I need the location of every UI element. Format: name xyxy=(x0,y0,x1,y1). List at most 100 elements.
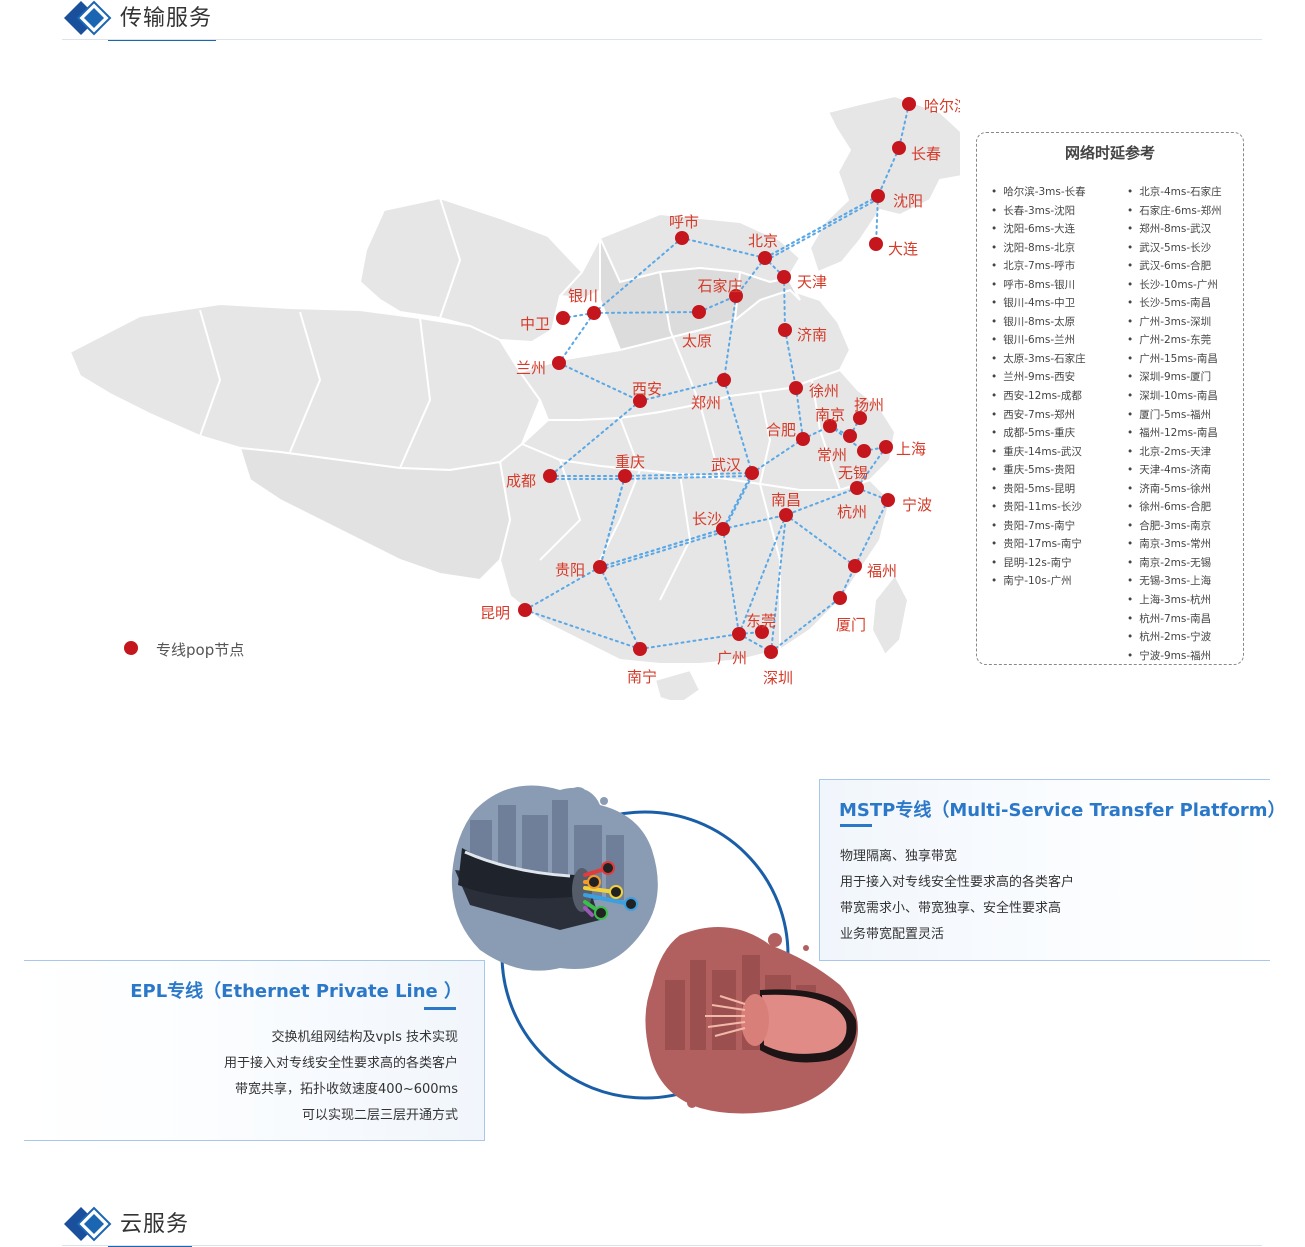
copper-cable-image xyxy=(645,927,858,1114)
latency-item: 重庆-5ms-贵阳 xyxy=(991,461,1086,480)
link-wuhan-hefei xyxy=(751,438,804,474)
link-yinchuan-lanzhou xyxy=(558,312,595,364)
city-label-fuzhou: 福州 xyxy=(867,562,897,580)
network-links xyxy=(524,103,910,653)
link-shenzhen-nanchang xyxy=(770,514,787,653)
node-hangzhou xyxy=(850,481,864,495)
node-shenzhen xyxy=(764,645,778,659)
city-label-dongguan: 东莞 xyxy=(746,612,776,630)
link-xian-zhengzhou xyxy=(639,379,725,402)
city-label-zhongwei: 中卫 xyxy=(520,315,550,333)
link-fuzhou-nanchang xyxy=(785,514,856,567)
link-kunming-nanning xyxy=(524,609,641,650)
legend-label: 专线pop节点 xyxy=(156,641,245,659)
link-changchun-shenyang xyxy=(877,147,900,197)
latency-item: 哈尔滨-3ms-长春 xyxy=(991,183,1085,202)
city-label-wuxi: 无锡 xyxy=(838,464,868,482)
node-nanjing xyxy=(823,419,837,433)
link-zhengzhou-wuhan xyxy=(723,379,753,474)
city-label-wuhan: 武汉 xyxy=(711,456,741,474)
city-labels: 哈尔滨长春沈阳大连北京天津呼市石家庄银川中卫太原济南兰州西安郑州徐州扬州南京合肥… xyxy=(480,97,960,687)
city-label-taiyuan: 太原 xyxy=(682,332,712,350)
link-hangzhou-nanchang xyxy=(785,487,858,516)
latency-item: 呼市-8ms-银川 xyxy=(991,276,1086,295)
latency-list-left: 哈尔滨-3ms-长春长春-3ms-沈阳沈阳-6ms-大连沈阳-8ms-北京北京-… xyxy=(991,183,1086,591)
link-shanghai-hangzhou xyxy=(856,446,887,489)
china-network-map: 哈尔滨长春沈阳大连北京天津呼市石家庄银川中卫太原济南兰州西安郑州徐州扬州南京合肥… xyxy=(68,94,960,700)
node-nanning xyxy=(633,642,647,656)
node-changsha xyxy=(716,522,730,536)
city-label-chongqing: 重庆 xyxy=(615,453,645,471)
link-shenyang-beijing-secondary xyxy=(764,198,879,262)
latency-item: 银川-8ms-太原 xyxy=(991,313,1086,332)
node-dalian xyxy=(869,237,883,251)
city-label-xian: 西安 xyxy=(632,380,662,398)
latency-item: 石家庄-6ms-郑州 xyxy=(1127,202,1221,221)
latency-item: 厦门-5ms-福州 xyxy=(1127,406,1222,425)
latency-item: 北京-4ms-石家庄 xyxy=(1127,183,1221,202)
cable-illustration xyxy=(451,785,858,1114)
node-changchun xyxy=(892,141,906,155)
latency-item: 贵阳-5ms-昆明 xyxy=(991,480,1086,499)
link-guiyang-changsha-secondary xyxy=(599,531,724,571)
link-xian-chengdu xyxy=(549,400,641,477)
latency-item: 宁波-9ms-福州 xyxy=(1127,647,1222,666)
node-xuzhou xyxy=(789,381,803,395)
link-beijing-tianjin xyxy=(764,257,785,278)
node-shijiazhuang xyxy=(729,289,743,303)
latency-item: 西安-7ms-郑州 xyxy=(991,406,1086,425)
city-label-yangzhou: 扬州 xyxy=(854,396,884,414)
node-beijing xyxy=(758,251,772,265)
link-shijiazhuang-zhengzhou xyxy=(723,295,737,381)
section-header-transmission: 传输服务 xyxy=(62,0,1262,41)
link-wuhan-changsha xyxy=(722,472,753,530)
node-changzhou xyxy=(843,429,857,443)
city-label-hefei: 合肥 xyxy=(766,421,796,439)
epl-line-2: 用于接入对专线安全性要求高的各类客户 xyxy=(223,1056,458,1071)
latency-item: 徐州-6ms-合肥 xyxy=(1127,498,1222,517)
node-lanzhou xyxy=(552,356,566,370)
link-jinan-xuzhou xyxy=(784,329,797,389)
latency-item: 济南-5ms-徐州 xyxy=(1127,480,1222,499)
city-label-lanzhou: 兰州 xyxy=(516,359,546,377)
latency-item: 广州-15ms-南昌 xyxy=(1127,350,1222,369)
node-harbin xyxy=(902,97,916,111)
node-wuhan xyxy=(745,466,759,480)
latency-item: 沈阳-8ms-北京 xyxy=(991,239,1086,258)
divider xyxy=(62,39,1262,40)
latency-item: 南宁-10s-广州 xyxy=(991,572,1086,591)
epl-info-card: EPL专线（Ethernet Private Line ） 交换机组网结构及vp… xyxy=(24,960,485,1141)
latency-item: 兰州-9ms-西安 xyxy=(991,368,1086,387)
latency-item: 郑州-8ms-武汉 xyxy=(1127,220,1222,239)
node-shanghai xyxy=(879,440,893,454)
node-jinan xyxy=(778,323,792,337)
city-label-shanghai: 上海 xyxy=(896,440,926,458)
latency-item: 西安-12ms-成都 xyxy=(991,387,1086,406)
link-wuhan-changsha-secondary xyxy=(722,475,753,533)
diamond-icon xyxy=(64,1206,112,1242)
mstp-line-4: 业务带宽配置灵活 xyxy=(840,927,945,942)
latency-item: 广州-3ms-深圳 xyxy=(1127,313,1222,332)
latency-item: 福州-12ms-南昌 xyxy=(1127,424,1222,443)
latency-item: 沈阳-6ms-大连 xyxy=(991,220,1086,239)
node-shenyang xyxy=(871,189,885,203)
node-hefei xyxy=(796,432,810,446)
link-changsha-nanchang xyxy=(722,514,787,530)
link-chongqing-guiyang xyxy=(599,475,626,568)
link-tianjin-jinan xyxy=(783,276,786,331)
latency-item: 深圳-10ms-南昌 xyxy=(1127,387,1222,406)
province-borders xyxy=(199,197,841,650)
epl-line-3: 带宽共享，拓扑收敛速度400~600ms xyxy=(235,1082,458,1097)
link-harbin-changchun xyxy=(898,103,910,149)
link-yinchuan-taiyuan xyxy=(593,311,700,314)
latency-item: 长春-3ms-沈阳 xyxy=(991,202,1086,221)
latency-item: 南京-2ms-无锡 xyxy=(1127,554,1222,573)
node-tianjin xyxy=(777,270,791,284)
latency-item: 北京-2ms-天津 xyxy=(1127,443,1222,462)
epl-title-underline xyxy=(424,1007,456,1010)
city-label-guiyang: 贵阳 xyxy=(555,561,585,579)
latency-item: 重庆-14ms-武汉 xyxy=(991,443,1086,462)
city-label-tianjin: 天津 xyxy=(797,273,827,291)
latency-item: 长沙-5ms-南昌 xyxy=(1127,294,1222,313)
latency-item: 成都-5ms-重庆 xyxy=(991,424,1086,443)
